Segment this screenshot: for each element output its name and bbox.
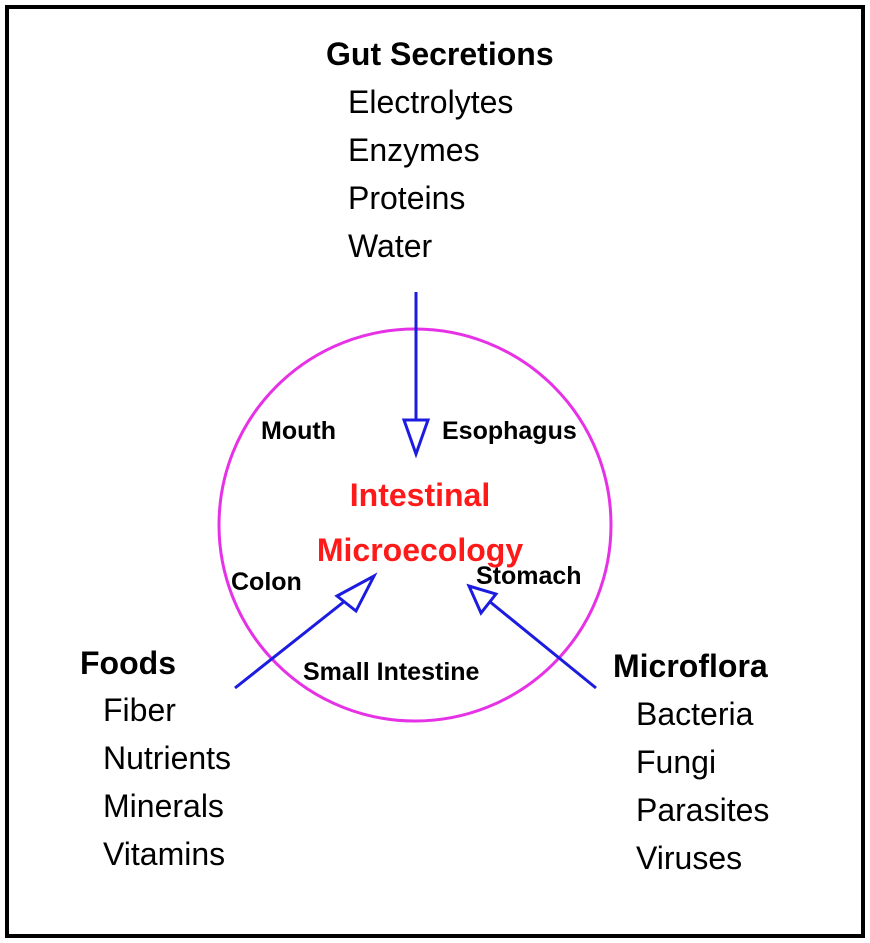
region-esophagus: Esophagus — [442, 417, 577, 445]
microflora-item-fungi: Fungi — [636, 744, 717, 780]
center-title-line-1: Intestinal — [349, 477, 491, 513]
region-colon: Colon — [231, 568, 302, 596]
gut-secretions-title: Gut Secretions — [326, 36, 554, 72]
center-title-line-2: Microecology — [316, 532, 524, 568]
diagram-frame — [5, 5, 865, 938]
microflora-title: Microflora — [613, 648, 768, 684]
gut-secretions-arrow — [401, 292, 431, 459]
gut-secretions-item-water: Water — [348, 228, 433, 264]
gut-secretions-item-enzymes: Enzymes — [348, 132, 480, 168]
microflora-item-viruses: Viruses — [636, 840, 743, 876]
foods-title: Foods — [80, 645, 176, 681]
microflora-item-bacteria: Bacteria — [636, 696, 754, 732]
gut-secretions-item-proteins: Proteins — [348, 180, 466, 216]
foods-item-nutrients: Nutrients — [103, 740, 232, 776]
foods-item-minerals: Minerals — [103, 788, 224, 824]
center-title: Intestinal Microecology — [270, 468, 570, 578]
foods-item-fiber: Fiber — [103, 692, 176, 728]
microflora-arrow — [466, 583, 597, 690]
region-mouth: Mouth — [261, 417, 336, 445]
region-small-intestine: Small Intestine — [303, 658, 480, 686]
region-stomach: Stomach — [476, 562, 582, 590]
gut-secretions-item-electrolytes: Electrolytes — [348, 84, 514, 120]
foods-item-vitamins: Vitamins — [103, 836, 226, 872]
microflora-item-parasites: Parasites — [636, 792, 770, 828]
foods-arrow — [234, 572, 378, 690]
